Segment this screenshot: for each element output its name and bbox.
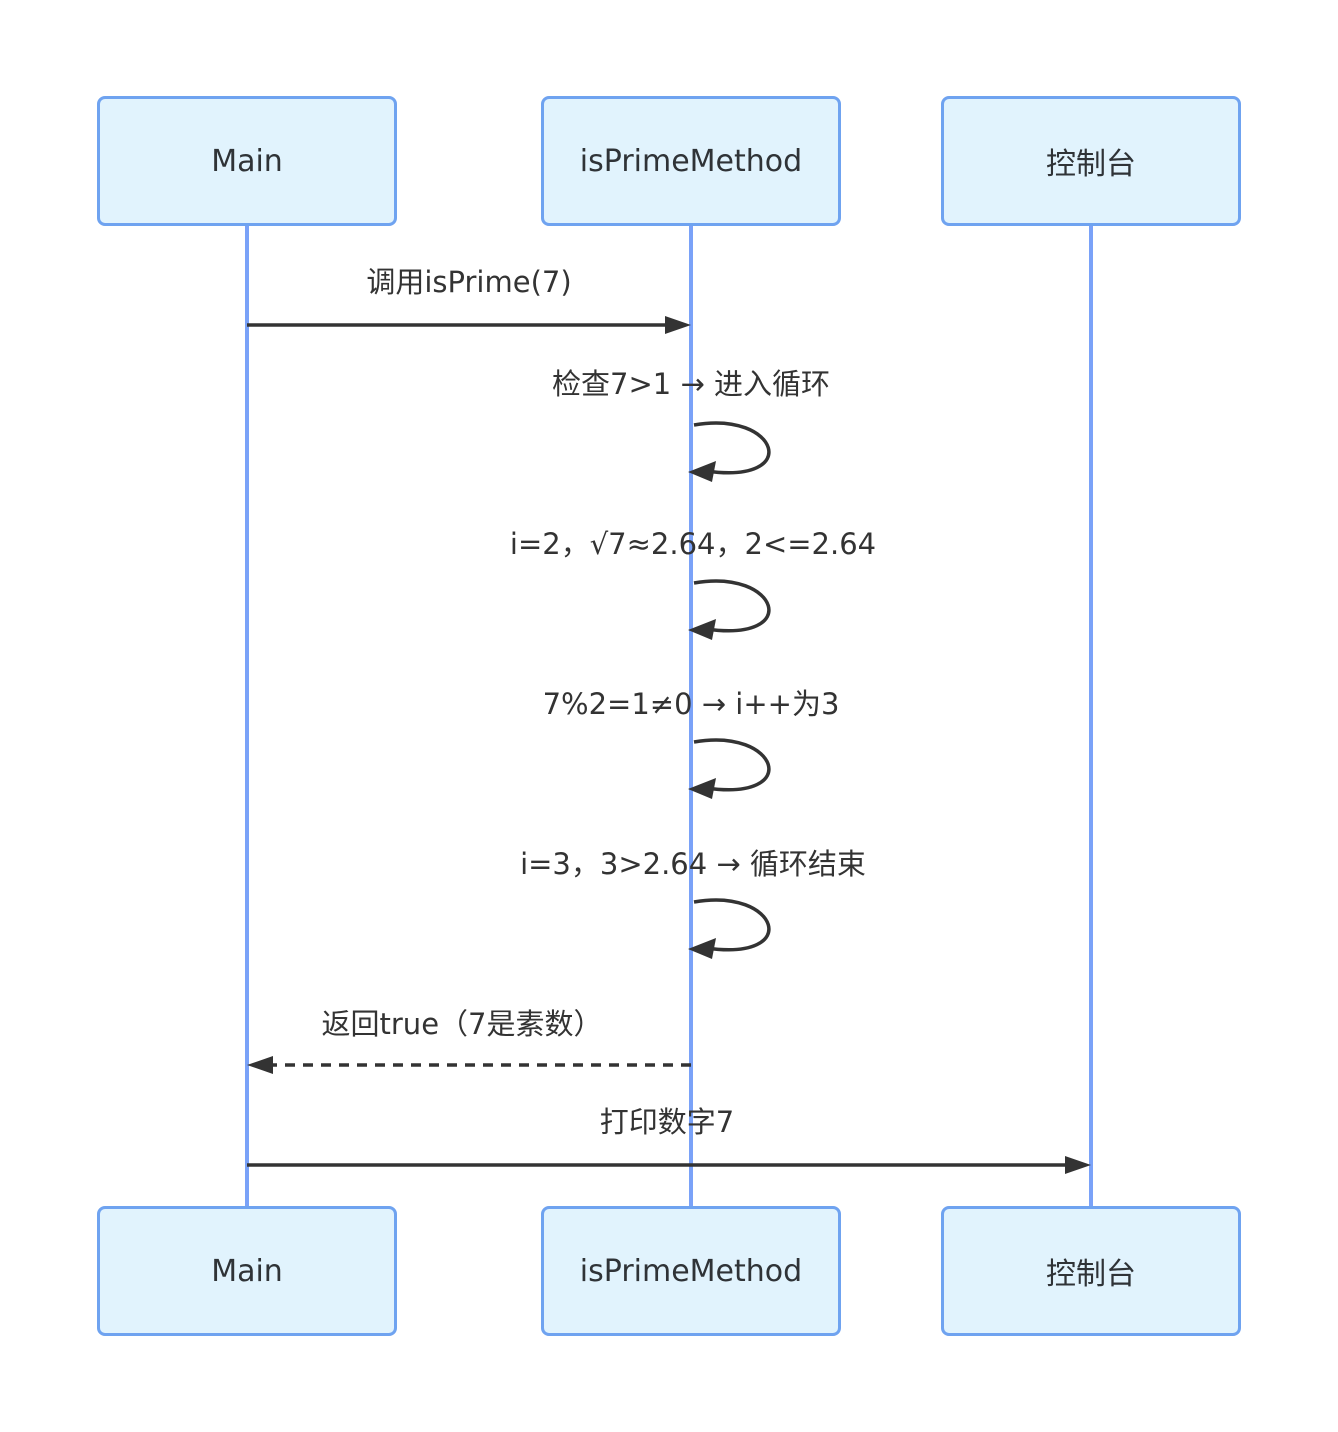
message-label-loop1: 检查7>1 → 进入循环	[552, 367, 830, 401]
actor-top-console: 控制台	[941, 96, 1241, 226]
actor-bottom-console: 控制台	[941, 1206, 1241, 1336]
self-loop-2	[693, 579, 771, 633]
actor-top-main: Main	[97, 96, 397, 226]
actor-top-isprimemethod: isPrimeMethod	[541, 96, 841, 226]
actor-label: 控制台	[1046, 1257, 1136, 1292]
message-label-call: 调用isPrime(7)	[366, 265, 572, 299]
arrowhead-left-icon	[688, 619, 716, 640]
arrowhead-right-icon	[665, 316, 691, 334]
arrowhead-left-icon	[247, 1056, 273, 1074]
arrowhead-left-icon	[688, 778, 716, 799]
message-label-print: 打印数字7	[599, 1105, 735, 1139]
self-loop-1	[693, 421, 771, 475]
actor-label: Main	[211, 1253, 283, 1289]
self-loop-4	[693, 898, 771, 952]
arrowhead-right-icon	[1065, 1156, 1091, 1174]
actor-bottom-isprimemethod: isPrimeMethod	[541, 1206, 841, 1336]
actor-bottom-main: Main	[97, 1206, 397, 1336]
actor-label: isPrimeMethod	[579, 143, 803, 179]
message-label-loop3: 7%2=1≠0 → i++为3	[542, 687, 840, 721]
actor-label: Main	[211, 143, 283, 179]
actor-label: 控制台	[1046, 147, 1136, 182]
message-label-loop2: i=2，√7≈2.64，2<=2.64	[509, 527, 877, 561]
message-label-loop4: i=3，3>2.64 → 循环结束	[520, 847, 866, 881]
arrowhead-left-icon	[688, 461, 716, 482]
self-loop-3	[693, 738, 771, 792]
actor-label: isPrimeMethod	[579, 1253, 803, 1289]
arrowhead-left-icon	[688, 938, 716, 959]
message-label-return: 返回true（7是素数）	[321, 1007, 603, 1041]
